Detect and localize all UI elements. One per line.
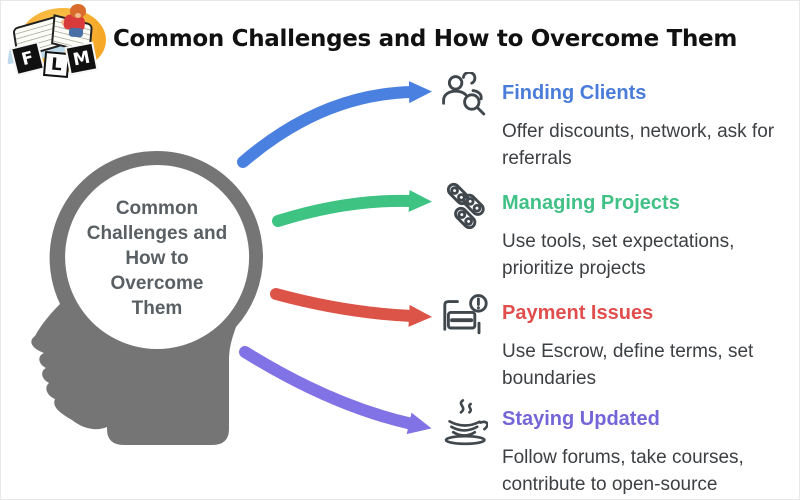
item-label: Payment Issues — [502, 302, 654, 324]
head-text-line: How to — [125, 248, 189, 269]
head-text-line: Overcome — [110, 273, 204, 294]
head-text-line: Common — [115, 198, 199, 219]
item-description: Use tools, set expectations, prioritize … — [502, 231, 735, 279]
billing-alert-icon — [440, 292, 488, 340]
challenge-item-staying-updated: Staying Updated Follow forums, take cour… — [440, 398, 790, 498]
arrow-finding-clients — [237, 81, 432, 168]
item-description: Follow forums, take courses, contribute … — [502, 447, 744, 495]
item-label: Finding Clients — [502, 82, 647, 104]
flm-logo: F L M — [6, 4, 112, 82]
logo-letter-tile: M — [66, 43, 97, 74]
challenge-item-managing-projects: Managing Projects Use tools, set expecta… — [440, 182, 790, 282]
page-title: Common Challenges and How to Overcome Th… — [112, 26, 738, 52]
item-description: Use Escrow, define terms, set boundaries — [502, 341, 754, 389]
item-label: Managing Projects — [502, 192, 680, 214]
head-text-line: Challenges and — [86, 223, 228, 244]
logo-letter-tile: L — [42, 50, 71, 79]
challenge-item-payment-issues: Payment Issues Use Escrow, define terms,… — [440, 292, 790, 392]
reading-child-illustration — [70, 4, 86, 18]
head-silhouette — [31, 150, 264, 446]
project-links-icon — [440, 182, 488, 230]
arrow-payment-issues — [270, 288, 432, 327]
clients-search-icon — [440, 70, 488, 120]
head-center-text: Common Challenges and How to Overcome Th… — [62, 196, 252, 321]
reading-child-illustration — [75, 13, 81, 18]
arrow-managing-projects — [272, 189, 432, 227]
arrow-staying-updated — [239, 346, 432, 435]
head-text-line: Them — [131, 298, 183, 319]
item-description: Offer discounts, network, ask for referr… — [502, 121, 775, 169]
reading-child-illustration — [68, 27, 84, 38]
challenge-item-finding-clients: Finding Clients Offer discounts, network… — [440, 70, 790, 172]
java-cup-icon — [440, 398, 489, 446]
item-label: Staying Updated — [502, 408, 660, 430]
